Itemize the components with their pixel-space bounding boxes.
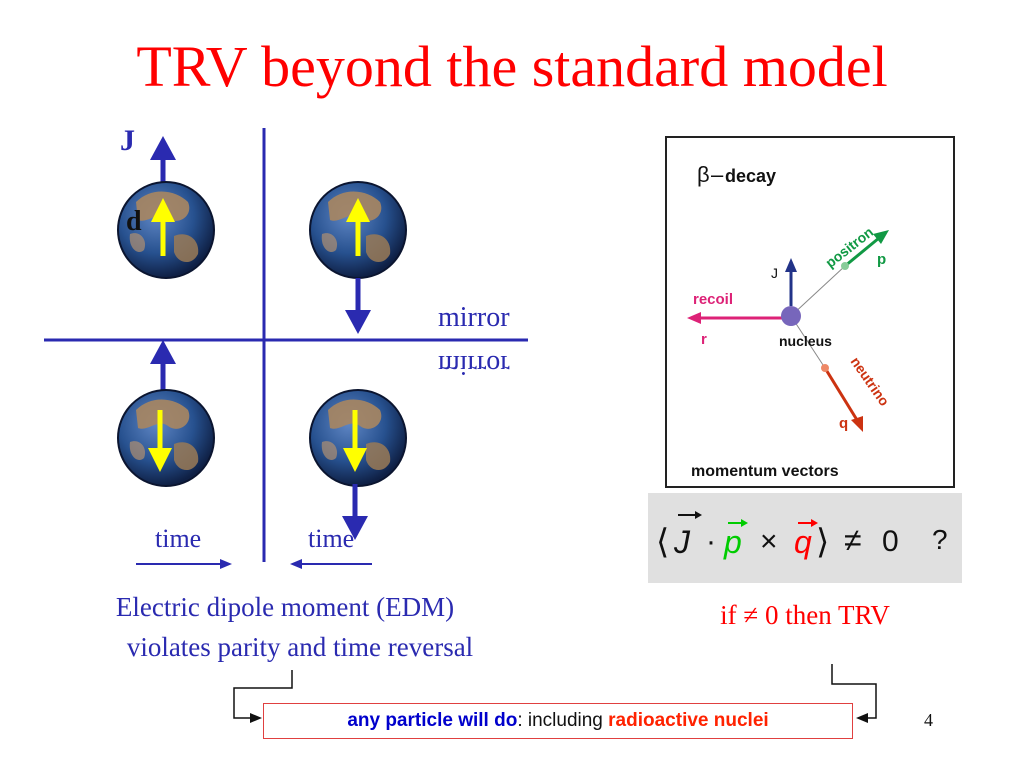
- conclusion-box: any particle will do: including radioact…: [263, 703, 853, 739]
- time-label-right: time: [308, 524, 355, 553]
- beta-symbol: β: [697, 162, 710, 187]
- neutrino-arrow-icon: [851, 416, 863, 432]
- time-label-left: time: [155, 524, 202, 553]
- recoil-r-label: r: [701, 331, 707, 348]
- formula-q: q: [794, 524, 812, 560]
- time-backward-arrow-icon: [290, 559, 302, 569]
- formula-neq: ≠: [844, 522, 862, 558]
- beta-caption: momentum vectors: [691, 463, 839, 480]
- vector-arrow-icon: [741, 519, 748, 527]
- formula-p: p: [723, 524, 742, 560]
- formula-times: ×: [760, 525, 778, 558]
- label-d: d: [126, 206, 142, 237]
- beta-decay-figure: β – decay J positron p recoil r nucleus …: [665, 136, 955, 488]
- mirror-label: mirror: [438, 302, 510, 333]
- beta-J-label: J: [771, 265, 778, 281]
- arrow-J-down-icon: [345, 310, 371, 334]
- spin-arrow-down-icon: [148, 448, 172, 472]
- formula-box: ⟨ J · p × q ⟩ ≠ 0 ?: [648, 493, 962, 583]
- page-number: 4: [924, 710, 933, 730]
- connector-arrow-right-icon: [250, 713, 262, 723]
- label-J: J: [120, 124, 135, 157]
- beta-dash: –: [711, 162, 724, 187]
- spin-arrow-down-icon: [343, 448, 367, 472]
- conclusion-part1: any particle will do: [347, 710, 518, 731]
- recoil-arrow-icon: [687, 312, 701, 324]
- recoil-label: recoil: [693, 291, 733, 308]
- formula-question: ?: [932, 524, 948, 555]
- formula-dot: ·: [706, 525, 716, 558]
- time-forward-arrow-icon: [220, 559, 232, 569]
- edm-caption-line2: violates parity and time reversal: [126, 632, 474, 662]
- spin-arrow-up-icon: [346, 198, 370, 222]
- formula-langle: ⟨: [656, 523, 669, 561]
- arrow-J-down-icon: [342, 516, 368, 540]
- positron-arrow-icon: [873, 230, 889, 244]
- positron-p-label: p: [877, 251, 886, 268]
- vector-arrow-icon: [811, 519, 818, 527]
- formula-svg: ⟨ J · p × q ⟩ ≠ 0 ?: [656, 511, 948, 561]
- spin-arrow-up-icon: [151, 198, 175, 222]
- nucleus-icon: [781, 306, 801, 326]
- conclusion-part3: radioactive nuclei: [608, 710, 769, 731]
- connector-arrow-left-icon: [856, 713, 868, 723]
- arrow-J-up-icon: [150, 136, 176, 160]
- J-arrow-icon: [785, 258, 797, 272]
- neutrino-q-label: q: [839, 415, 848, 432]
- formula-rangle: ⟩: [816, 523, 829, 561]
- arrow-J-up-icon: [150, 340, 176, 364]
- edm-caption-line1: Electric dipole moment (EDM): [115, 592, 455, 622]
- vector-arrow-icon: [695, 511, 702, 519]
- nucleus-label: nucleus: [779, 333, 832, 349]
- trv-condition: if ≠ 0 then TRV: [720, 600, 890, 630]
- beta-title-word: decay: [725, 166, 776, 186]
- page-title: TRV beyond the standard model: [136, 34, 888, 99]
- conclusion-part2: : including: [517, 710, 609, 731]
- beta-decay-diagram: β – decay J positron p recoil r nucleus …: [687, 162, 893, 480]
- formula-zero: 0: [882, 525, 899, 558]
- edm-diagram: [44, 128, 528, 569]
- formula-J: J: [673, 524, 691, 560]
